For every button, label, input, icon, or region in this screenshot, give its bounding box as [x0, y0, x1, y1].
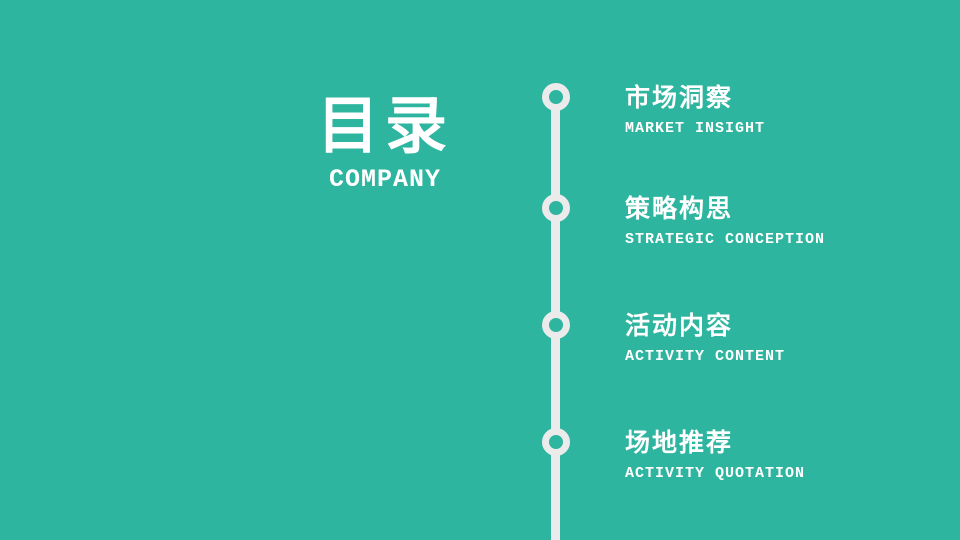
toc-item-venue-recommendation[interactable]: 场地推荐 ACTIVITY QUOTATION [625, 428, 805, 483]
toc-item-strategic-conception[interactable]: 策略构思 STRATEGIC CONCEPTION [625, 194, 825, 249]
toc-header: 目录 COMPANY [265, 92, 505, 194]
toc-item-title: 市场洞察 [625, 84, 734, 112]
toc-item-activity-content[interactable]: 活动内容 ACTIVITY CONTENT [625, 311, 785, 366]
toc-item-subtitle: MARKET INSIGHT [625, 120, 766, 137]
toc-item-subtitle: ACTIVITY QUOTATION [625, 465, 806, 482]
page-title: 目录 [316, 92, 453, 161]
timeline-node-icon [542, 311, 570, 339]
toc-item-title: 策略构思 [625, 195, 734, 223]
toc-item-title: 活动内容 [625, 312, 734, 340]
toc-item-subtitle: ACTIVITY CONTENT [625, 348, 786, 365]
timeline-node-icon [542, 194, 570, 222]
toc-item-subtitle: STRATEGIC CONCEPTION [625, 231, 826, 248]
timeline-node-icon [542, 83, 570, 111]
toc-item-title: 场地推荐 [625, 429, 734, 457]
toc-item-market-insight[interactable]: 市场洞察 MARKET INSIGHT [625, 83, 765, 138]
page-subtitle: COMPANY [328, 165, 442, 194]
timeline-node-icon [542, 428, 570, 456]
